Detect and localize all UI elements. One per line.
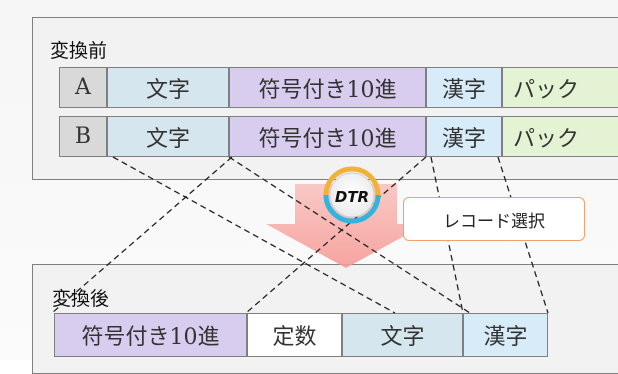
row-b-kanji-field: 漢字 [426,116,502,157]
map-char-to-after-char [112,156,396,314]
dtr-badge: DTR [323,166,381,224]
row-a-decimal-field: 符号付き10進 [229,67,426,108]
row-b-decimal-field: 符号付き10進 [229,116,426,157]
row-a-pack-field: パック [502,67,618,108]
row-b-key: B [59,116,107,157]
before-title: 変換前 [50,40,108,62]
diagram-overlay: DTR [51,156,549,314]
map-decimal-to-after-decimal [51,156,233,314]
after-decimal-field: 符号付き10進 [54,313,247,357]
map-char-to-after-char-right [228,156,471,314]
dtr-badge-text: DTR [335,188,369,206]
row-a-char-field: 文字 [107,67,229,108]
map-kanji-to-after-kanji [430,156,464,314]
after-title: 変換後 [52,288,110,310]
badge-ring-bottom [323,194,381,224]
after-kanji-field: 漢字 [463,313,548,357]
record-select-callout: レコード選択 [403,197,585,241]
row-b-pack-field: パック [502,116,618,157]
row-a-key: A [59,67,107,108]
after-constant-field: 定数 [247,313,342,357]
row-b-char-field: 文字 [107,116,229,157]
after-char-field: 文字 [342,313,463,357]
row-a-kanji-field: 漢字 [426,67,502,108]
badge-ring-top [323,166,381,196]
